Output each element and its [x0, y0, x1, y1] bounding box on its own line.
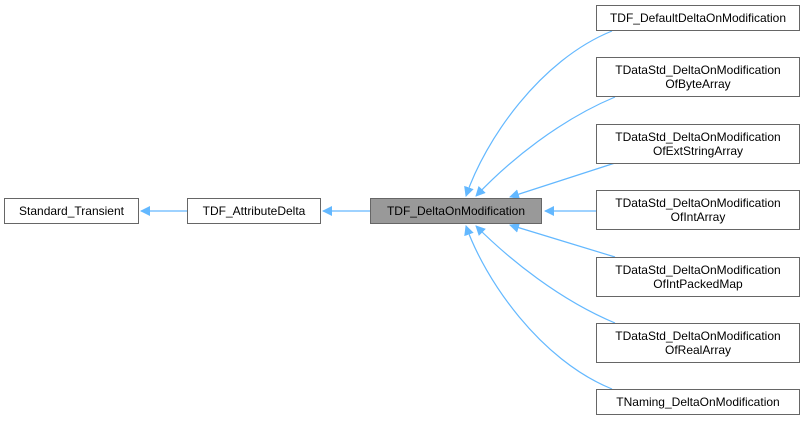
edge-real-array	[475, 225, 616, 324]
node-tdf-default-delta-on-modification[interactable]: TDF_DefaultDeltaOnModification	[596, 5, 800, 31]
edge-default-delta	[464, 30, 613, 197]
node-label-line1: TDataStd_DeltaOnModification	[615, 130, 781, 144]
node-tdf-delta-on-modification-current: TDF_DeltaOnModification	[370, 198, 542, 224]
node-label-line1: TDataStd_DeltaOnModification	[615, 329, 781, 343]
node-label: TDF_AttributeDelta	[202, 204, 306, 218]
node-label-line2: OfByteArray	[665, 77, 731, 91]
node-label-line2: OfIntPackedMap	[653, 277, 743, 291]
node-label: TNaming_DeltaOnModification	[616, 395, 780, 409]
node-label-line2: OfIntArray	[670, 210, 726, 224]
edge-ext-string-array	[509, 162, 616, 200]
node-label: TDF_DeltaOnModification	[386, 204, 526, 218]
edge-naming-delta	[464, 225, 613, 390]
edge-int-packed-map	[509, 222, 616, 258]
edge-byte-array	[475, 96, 616, 197]
node-label-line1: TDataStd_DeltaOnModification	[615, 63, 781, 77]
node-tdf-attribute-delta[interactable]: TDF_AttributeDelta	[187, 198, 321, 224]
node-label-line2: OfRealArray	[664, 343, 732, 357]
node-standard-transient[interactable]: Standard_Transient	[4, 198, 139, 224]
node-tnaming-delta-on-modification[interactable]: TNaming_DeltaOnModification	[596, 389, 800, 415]
node-label: Standard_Transient	[19, 204, 124, 218]
node-label: TDF_DefaultDeltaOnModification	[609, 11, 787, 25]
node-label-line2: OfExtStringArray	[652, 144, 744, 158]
node-label-line1: TDataStd_DeltaOnModification	[615, 196, 781, 210]
node-label-line1: TDataStd_DeltaOnModification	[615, 263, 781, 277]
